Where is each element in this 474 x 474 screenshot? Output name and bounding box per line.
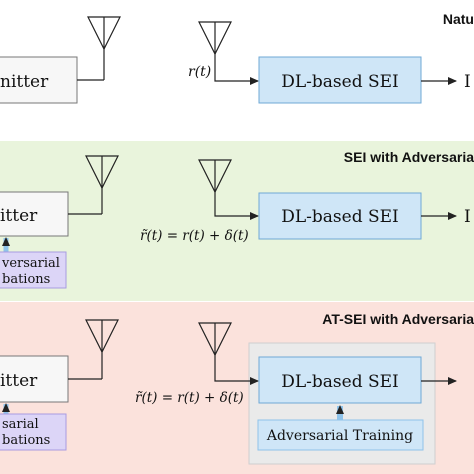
sei-label: DL-based SEI: [281, 372, 399, 392]
training-box: [257, 419, 424, 451]
transmitter-label: itter: [0, 206, 38, 226]
sei-box: [258, 356, 422, 404]
training-label: Adversarial Training: [266, 428, 413, 444]
panel-adversarial: SEI with Adversaria itter versarial bati…: [0, 141, 474, 301]
output-label: I: [464, 72, 471, 92]
sei-label: DL-based SEI: [281, 207, 399, 227]
signal-label: r(t): [188, 64, 211, 80]
sei-label: DL-based SEI: [281, 72, 399, 92]
panel-adversarial-heading: SEI with Adversaria: [344, 149, 474, 165]
signal-label: r̃(t) = r(t) + δ(t): [135, 390, 244, 406]
transmit-antenna-icon: [87, 16, 121, 80]
transmitter-label: nitter: [0, 72, 49, 92]
panel-natural: Natu nitter r(t) DL-based SEI I: [0, 0, 474, 140]
transmit-antenna-icon: [85, 155, 119, 214]
perturbation-box: [0, 251, 67, 289]
transmitter-box: [0, 191, 69, 237]
perturbation-label-line2: bations: [2, 433, 50, 448]
output-label: I: [464, 207, 471, 227]
sei-box: [258, 56, 422, 104]
panel-natural-heading: Natu: [443, 11, 474, 27]
receive-to-sei-arrow: [214, 323, 259, 385]
transmitter-box: [0, 56, 78, 104]
perturbation-box: [0, 413, 67, 451]
perturbation-label-line1: sarial: [2, 417, 39, 432]
signal-label: r̃(t) = r(t) + δ(t): [140, 228, 249, 244]
receive-to-sei-arrow: [214, 160, 259, 220]
transmit-antenna-icon: [85, 319, 119, 379]
panel-at-sei-heading: AT-SEI with Adversaria: [322, 311, 474, 327]
receive-to-sei-arrow: [214, 22, 259, 85]
perturbation-label-line1: versarial: [1, 256, 60, 271]
perturbation-label-line2: bations: [2, 272, 50, 287]
transmitter-label: itter: [0, 371, 38, 391]
panel-at-sei: AT-SEI with Adversaria itter sarial bati…: [0, 302, 474, 474]
